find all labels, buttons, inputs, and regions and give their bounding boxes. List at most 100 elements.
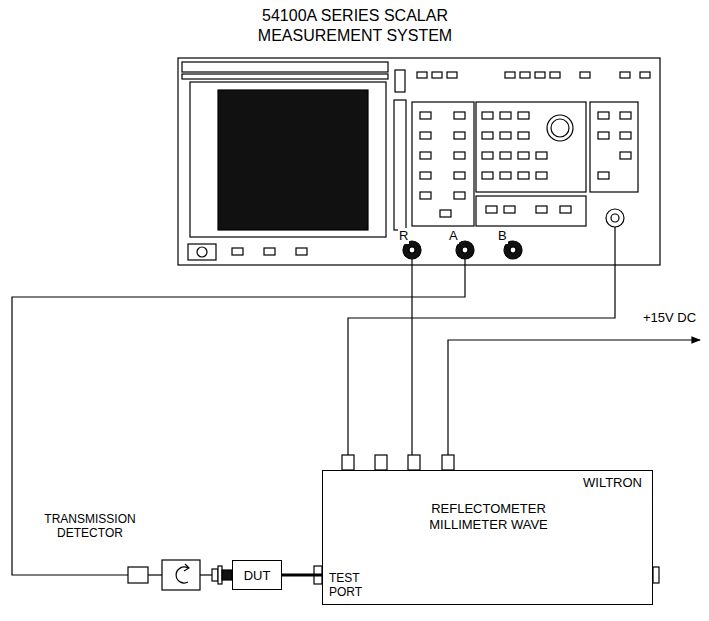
dut-box: DUT: [232, 560, 282, 590]
button: [454, 132, 465, 139]
button-panel: [476, 102, 586, 192]
modulator-port: [611, 214, 619, 222]
button: [232, 248, 243, 255]
button: [420, 192, 431, 199]
button: [620, 152, 631, 159]
button: [550, 72, 560, 78]
power-lead: [448, 340, 700, 455]
button: [482, 152, 493, 159]
supply-label: +15V DC: [642, 310, 697, 326]
top-slot: [182, 62, 388, 72]
detector-line: [148, 574, 162, 575]
button: [432, 72, 442, 78]
component-label: TRANSMISSION DETECTOR: [14, 512, 166, 541]
button: [420, 112, 431, 119]
pointer-button: [395, 70, 405, 92]
connector: [653, 567, 659, 583]
button: [518, 112, 529, 119]
knob: [547, 115, 573, 141]
button: [447, 72, 457, 78]
button: [535, 72, 545, 78]
button: [560, 206, 571, 213]
button: [440, 210, 451, 217]
button: [500, 112, 511, 119]
modulation-cable: [348, 227, 615, 455]
button: [518, 132, 529, 139]
instrument-housing: [178, 58, 660, 265]
port-b: [504, 241, 522, 259]
connector: [375, 455, 387, 470]
power-switch: [197, 247, 207, 257]
top-slot: [182, 74, 388, 79]
button: [482, 112, 493, 119]
button: [620, 112, 631, 119]
button: [296, 248, 307, 255]
button: [598, 132, 609, 139]
port-name: TEST PORT: [329, 571, 373, 600]
reference-cable: [411, 259, 412, 455]
button-group: [188, 72, 650, 260]
button: [598, 112, 609, 119]
detector-body: [128, 567, 148, 583]
button: [454, 192, 465, 199]
button-panel: [476, 196, 586, 226]
screen-bezel: [190, 82, 386, 237]
button: [580, 72, 590, 78]
button: [417, 72, 427, 78]
cable: [282, 574, 322, 577]
button: [420, 132, 431, 139]
button: [486, 206, 497, 213]
button: [536, 152, 547, 159]
button: [500, 132, 511, 139]
port-a: [462, 247, 468, 253]
isolator-symbol: [184, 564, 189, 571]
button: [620, 72, 630, 78]
adapter: [218, 566, 222, 584]
button: [520, 72, 530, 78]
screen: [218, 90, 368, 230]
button: [505, 72, 515, 78]
button: [620, 132, 631, 139]
button: [482, 172, 493, 179]
button: [536, 206, 547, 213]
reflectometer-box: WILTRON REFLECTOMETER MILLIMETER WAVE TEST…: [322, 470, 653, 605]
maker-name: WILTRON: [583, 475, 642, 491]
connector: [408, 455, 420, 470]
button: [264, 248, 275, 255]
diagram-title: 54100A SERIES SCALAR MEASUREMENT SYSTEM: [235, 6, 475, 46]
side-strip: [394, 100, 406, 230]
device-name: REFLECTOMETER MILLIMETER WAVE: [403, 501, 574, 532]
button-panel: [590, 102, 638, 192]
power-switch: [188, 244, 216, 260]
button: [482, 132, 493, 139]
button-panel: [412, 102, 474, 226]
detector-line: [200, 574, 212, 575]
modulator-port: [606, 209, 624, 227]
button: [454, 152, 465, 159]
button: [420, 172, 431, 179]
adapter: [222, 570, 232, 580]
button: [454, 172, 465, 179]
device-name: DUT: [233, 568, 281, 584]
port-label: R: [398, 228, 409, 244]
button: [504, 206, 515, 213]
button: [518, 172, 529, 179]
port-a: [456, 241, 474, 259]
button: [536, 172, 547, 179]
button: [640, 72, 650, 78]
button: [420, 152, 431, 159]
button: [518, 152, 529, 159]
isolator: [162, 560, 200, 590]
connector: [342, 455, 354, 470]
port-b: [510, 247, 516, 253]
port-label: A: [448, 228, 459, 244]
button: [598, 172, 609, 179]
button: [500, 172, 511, 179]
port-r: [403, 241, 421, 259]
button: [454, 112, 465, 119]
connector: [442, 455, 454, 470]
button: [500, 152, 511, 159]
port-label: B: [497, 228, 508, 244]
knob: [551, 119, 569, 137]
